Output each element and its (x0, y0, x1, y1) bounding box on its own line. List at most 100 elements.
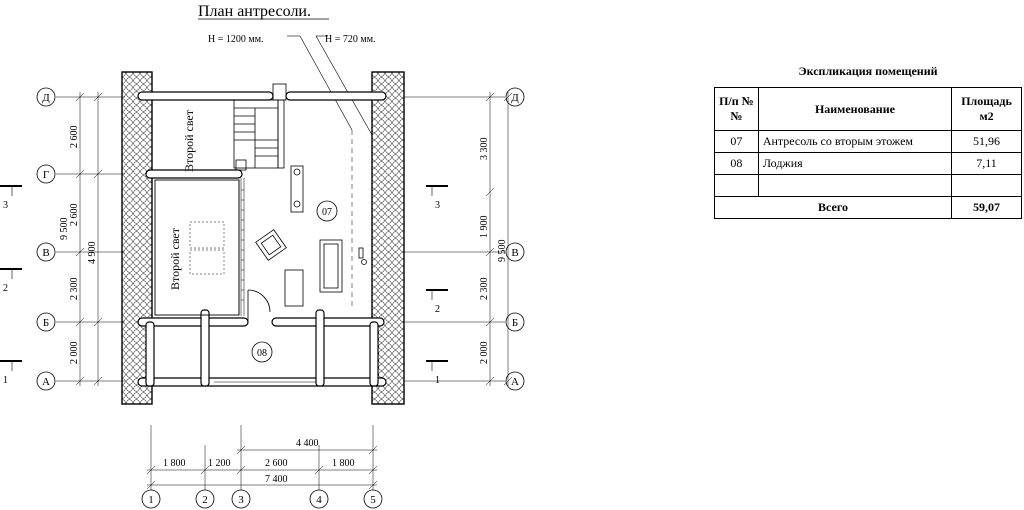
axis-marker-a-right: А (505, 371, 525, 391)
dim-bottom-3: 2 600 (265, 458, 288, 469)
left-dimension-lines (75, 92, 103, 386)
axis-lines-right (404, 96, 505, 382)
dim-right-4: 2 000 (479, 342, 490, 365)
furniture (255, 165, 367, 307)
dim-right-3: 2 300 (479, 278, 490, 301)
axis-marker-3: 3 (231, 489, 251, 509)
svg-text:4: 4 (316, 494, 322, 506)
top-wall (137, 91, 387, 101)
axis-marker-g-left: Г (36, 164, 56, 184)
total-value: 59,07 (951, 196, 1022, 219)
axis-marker-4: 4 (309, 489, 329, 509)
axis-marker-d-left: Д (36, 87, 56, 107)
plan-title: План антресоли. (198, 3, 311, 20)
section-mark-1-right: 1 (435, 375, 440, 386)
explication-panel: Экспликация помещений П/п №№ Наименовани… (713, 64, 1022, 219)
axis-marker-1: 1 (141, 489, 161, 509)
dim-left-4: 2 000 (69, 342, 80, 365)
dim-bottom-4: 1 800 (332, 458, 355, 469)
dim-right-overall-9500: 9 500 (497, 240, 508, 263)
loggia-posts (145, 309, 379, 387)
axis-marker-v-right: В (505, 242, 525, 262)
dim-right-2: 1 900 (479, 216, 490, 239)
dim-right-1: 3 300 (479, 138, 490, 161)
total-label: Всего (713, 196, 953, 219)
svg-text:5: 5 (370, 494, 376, 506)
table-row: 08 Лоджия 7,11 (714, 152, 1022, 175)
bottom-dimension-lines (146, 445, 378, 490)
axis-marker-d-right: Д (505, 87, 525, 107)
dim-bottom-7400: 7 400 (265, 474, 288, 485)
height-label-1200: H = 1200 мм. (208, 34, 264, 45)
axis-marker-b-right: Б (505, 312, 525, 332)
table-row-empty (714, 174, 1022, 197)
dim-left-1: 2 600 (69, 126, 80, 149)
explication-table: П/п №№ Наименование Площадь м2 07 Антрес… (713, 87, 1022, 219)
axis-lines-bottom (150, 425, 374, 490)
row-area: 7,11 (951, 152, 1022, 175)
svg-text:Б: Б (43, 317, 49, 329)
svg-text:Г: Г (43, 169, 49, 181)
axis-marker-2: 2 (195, 489, 215, 509)
dim-bottom-2: 1 200 (208, 458, 231, 469)
row-name: Лоджия (757, 152, 953, 175)
floor-plan-drawing: План антресоли. H = 1200 мм. H = 720 мм. (0, 3, 525, 509)
header-area: Площадь м2 (951, 87, 1022, 131)
svg-text:2: 2 (202, 494, 208, 506)
dim-bottom-1: 1 800 (163, 458, 186, 469)
table-total-row: Всего 59,07 (713, 196, 1022, 219)
section-mark-2-left: 2 (3, 283, 8, 294)
staircase (233, 83, 287, 171)
room-number-07: 07 (316, 200, 338, 222)
table-header-row: П/п №№ Наименование Площадь м2 (714, 87, 1022, 131)
svg-text:А: А (511, 376, 519, 388)
room-label-second-light-top: Второй свет (182, 109, 196, 172)
svg-text:1: 1 (148, 494, 154, 506)
room-label-second-light-left: Второй свет (168, 227, 182, 290)
axis-marker-5: 5 (363, 489, 383, 509)
header-name: Наименование (757, 87, 953, 131)
railing-hatch (240, 178, 245, 316)
explication-title: Экспликация помещений (798, 64, 938, 78)
row-name: Антресоль со вторым этожем (757, 130, 953, 153)
svg-text:Б: Б (512, 317, 518, 329)
section-mark-1-left: 1 (3, 375, 8, 386)
section-mark-3-left: 3 (3, 200, 8, 211)
svg-text:Д: Д (511, 92, 519, 104)
section-marks-left (0, 185, 22, 371)
svg-text:В: В (42, 247, 49, 259)
height-leaders (287, 35, 373, 136)
section-mark-2-right: 2 (435, 304, 440, 315)
second-light-opening (154, 179, 240, 316)
svg-text:08: 08 (257, 348, 267, 359)
dim-left-3: 2 300 (69, 278, 80, 301)
height-label-720: H = 720 мм. (325, 34, 376, 45)
svg-text:В: В (511, 247, 518, 259)
table-row: 07 Антресоль со вторым этожем 51,96 (714, 130, 1022, 153)
svg-text:07: 07 (322, 207, 332, 218)
row-area: 51,96 (951, 130, 1022, 153)
dim-left-overall-9500: 9 500 (59, 218, 70, 241)
exterior-walls (121, 71, 405, 405)
dashed-furniture (189, 221, 225, 275)
axis-marker-v-left: В (36, 242, 56, 262)
header-num: П/п №№ (714, 87, 759, 131)
svg-text:А: А (42, 376, 50, 388)
door (247, 289, 271, 322)
dim-bottom-4400: 4 400 (296, 438, 319, 449)
dim-left-2: 2 600 (69, 204, 80, 227)
svg-text:3: 3 (238, 494, 244, 506)
axis-marker-a-left: А (36, 371, 56, 391)
wall-axis-b (137, 317, 385, 327)
axis-marker-b-left: Б (36, 312, 56, 332)
svg-text:Д: Д (42, 92, 50, 104)
room-number-08: 08 (251, 341, 273, 363)
section-marks-right (426, 185, 448, 371)
row-num: 08 (714, 152, 759, 175)
axis-lines-left (56, 96, 125, 382)
section-mark-3-right: 3 (435, 200, 440, 211)
right-dimension-lines (485, 92, 513, 386)
mid-wall (145, 169, 243, 179)
row-num: 07 (714, 130, 759, 153)
dim-left-overall-4900: 4 900 (87, 242, 98, 265)
